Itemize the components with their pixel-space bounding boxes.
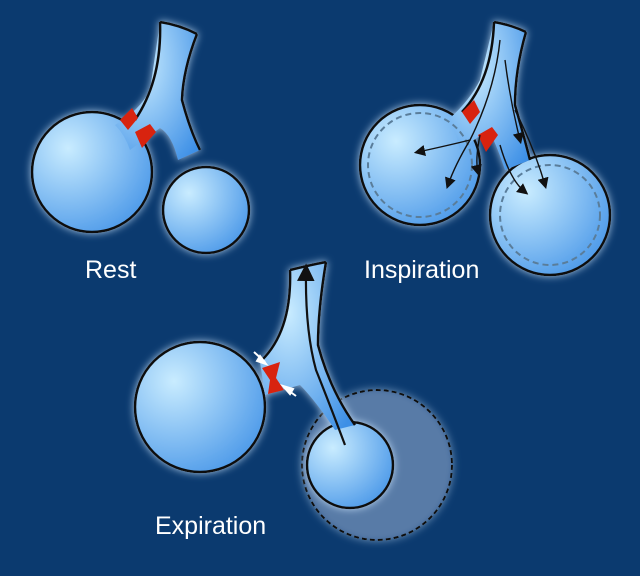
expiration-lung-unit [133, 260, 395, 510]
rest-obstruction [120, 108, 156, 148]
label-rest: Rest [85, 256, 137, 284]
rest-lung-unit [30, 20, 251, 255]
inspiration-obstruction [462, 100, 498, 152]
expiration-obstruction [262, 362, 284, 394]
inspiration-airflow-arrows [413, 39, 549, 195]
expiration-compression-arrows [253, 351, 297, 397]
inspiration-lung-unit [358, 20, 612, 277]
label-expiration: Expiration [155, 512, 267, 540]
label-inspiration: Inspiration [364, 256, 480, 284]
inspiration-resting-outline-right [499, 164, 601, 266]
expiration-airflow-arrows [297, 263, 347, 446]
